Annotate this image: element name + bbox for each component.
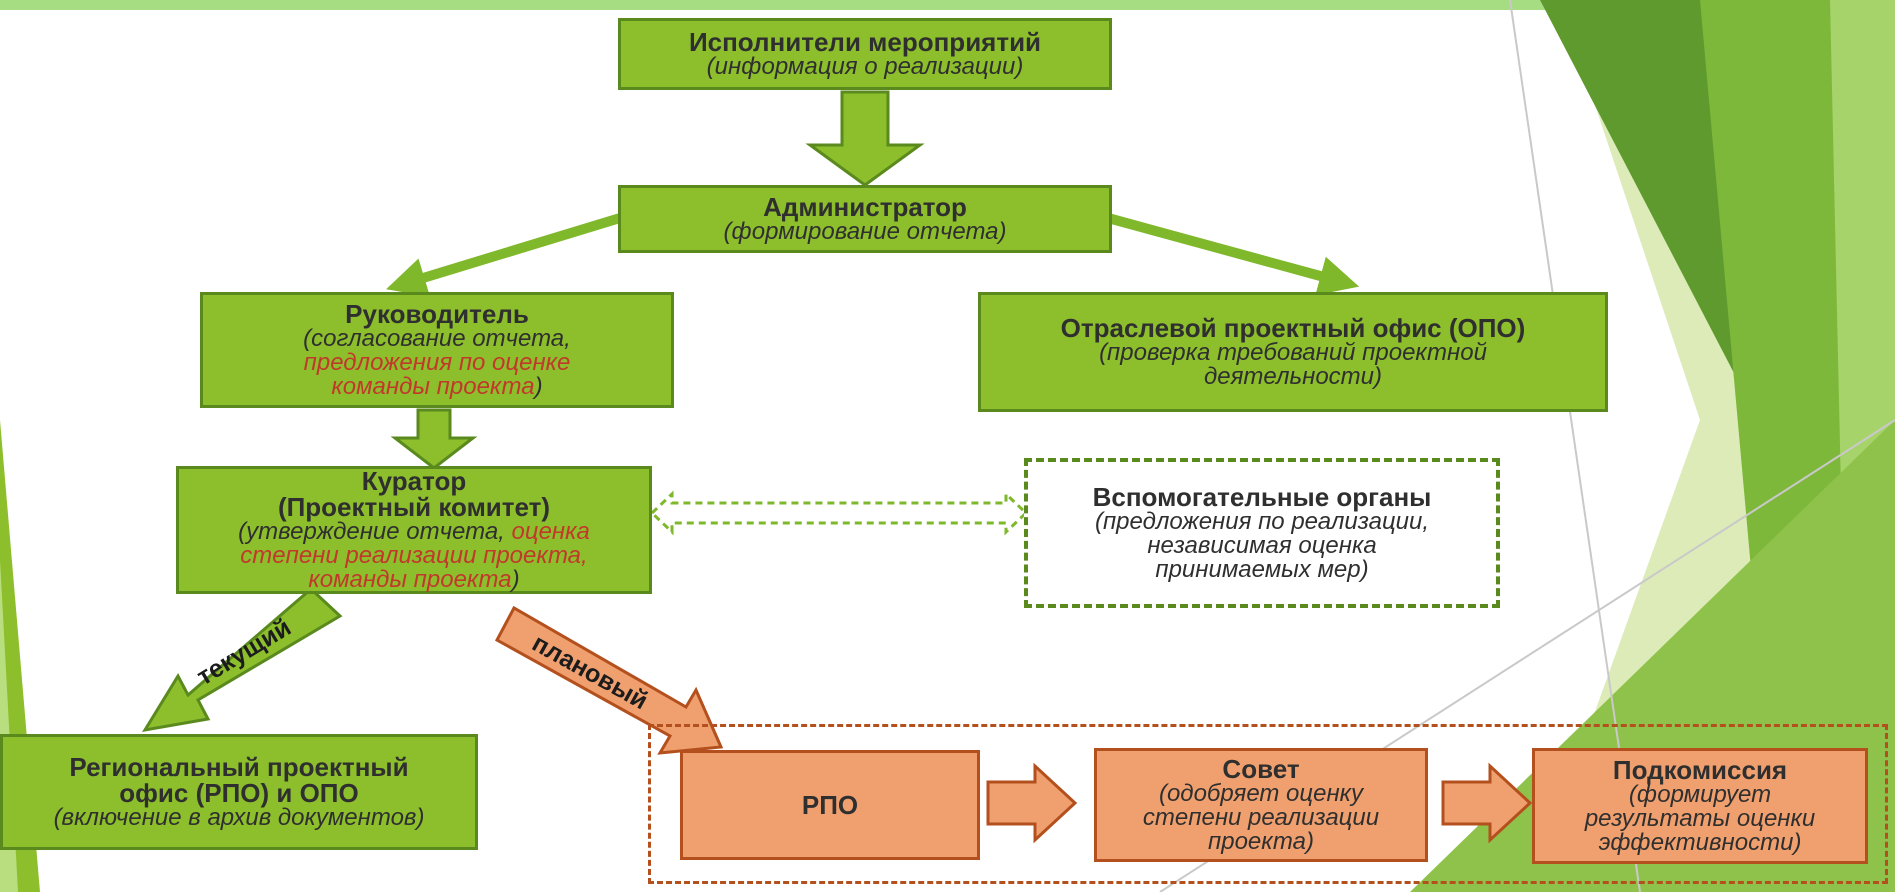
node-auxiliary: Вспомогательные органы (предложения по р… (1024, 458, 1500, 608)
node-executors: Исполнители мероприятий (информация о ре… (618, 18, 1112, 90)
opo-subtitle-line1: (проверка требований проектной (1099, 339, 1487, 366)
curator-subtitle-line3: команды проекта) (308, 568, 519, 592)
node-curator: Куратор (Проектный комитет) (утверждение… (176, 466, 652, 594)
node-subcommission: Подкомиссия (формирует результаты оценки… (1532, 748, 1868, 864)
curator-subtitle-close: ) (511, 566, 520, 593)
administrator-title: Администратор (763, 192, 967, 222)
auxiliary-subtitle-line1: (предложения по реализации, (1094, 508, 1430, 535)
curator-title-line1: Куратор (361, 466, 467, 496)
rpo-archive-subtitle: (включение в архив документов) (53, 804, 425, 831)
subcommission-subtitle-line3: эффективности) (1598, 829, 1802, 856)
curator-title-line2: (Проектный комитет) (277, 492, 551, 522)
rpo-archive-title-line1: Региональный проектный (69, 752, 409, 782)
node-administrator: Администратор (формирование отчета) (618, 185, 1112, 253)
head-title: Руководитель (345, 299, 529, 329)
council-subtitle-line1: (одобряет оценку (1158, 780, 1364, 807)
head-subtitle-red: команды проекта (331, 373, 535, 400)
opo-subtitle-line2: деятельности) (1203, 363, 1383, 390)
council-title: Совет (1222, 754, 1300, 784)
curator-subtitle-line2: степени реализации проекта, (240, 542, 588, 569)
executors-title: Исполнители мероприятий (688, 27, 1042, 57)
node-council: Совет (одобряет оценку степени реализаци… (1094, 748, 1428, 862)
curator-subtitle-red2: команды проекта (308, 566, 512, 593)
curator-subtitle-black: (утверждение отчета, (238, 518, 512, 545)
auxiliary-subtitle-line2: независимая оценка (1147, 532, 1377, 559)
node-rpo-archive: Региональный проектный офис (РПО) и ОПО … (0, 734, 478, 850)
subcommission-subtitle-line2: результаты оценки (1584, 805, 1816, 832)
node-head: Руководитель (согласование отчета, предл… (200, 292, 674, 408)
node-opo: Отраслевой проектный офис (ОПО) (проверк… (978, 292, 1608, 412)
executors-subtitle: (информация о реализации) (706, 53, 1024, 80)
council-subtitle-line2: степени реализации (1142, 804, 1380, 831)
subcommission-title: Подкомиссия (1612, 755, 1788, 785)
subcommission-subtitle-line1: (формирует (1628, 781, 1772, 808)
administrator-subtitle: (формирование отчета) (723, 218, 1007, 245)
planned-process-group (648, 724, 1888, 884)
auxiliary-title: Вспомогательные органы (1092, 482, 1432, 512)
head-subtitle-line2: предложения по оценке (303, 349, 571, 376)
head-subtitle-line1: (согласование отчета, (303, 325, 571, 352)
rpo-title: РПО (801, 790, 859, 820)
node-rpo: РПО (680, 750, 980, 860)
council-subtitle-line3: проекта) (1208, 828, 1314, 855)
head-subtitle-close: ) (534, 373, 543, 400)
rpo-archive-title-line2: офис (РПО) и ОПО (119, 778, 359, 808)
top-accent-bar (0, 0, 1895, 10)
head-subtitle-line3: команды проекта) (331, 375, 542, 399)
auxiliary-subtitle-line3: принимаемых мер) (1155, 556, 1369, 583)
curator-subtitle-red: оценка (511, 518, 590, 545)
opo-title: Отраслевой проектный офис (ОПО) (1060, 313, 1526, 343)
thin-line-1 (1509, 0, 1641, 892)
curator-subtitle-line1: (утверждение отчета, оценка (238, 520, 590, 544)
